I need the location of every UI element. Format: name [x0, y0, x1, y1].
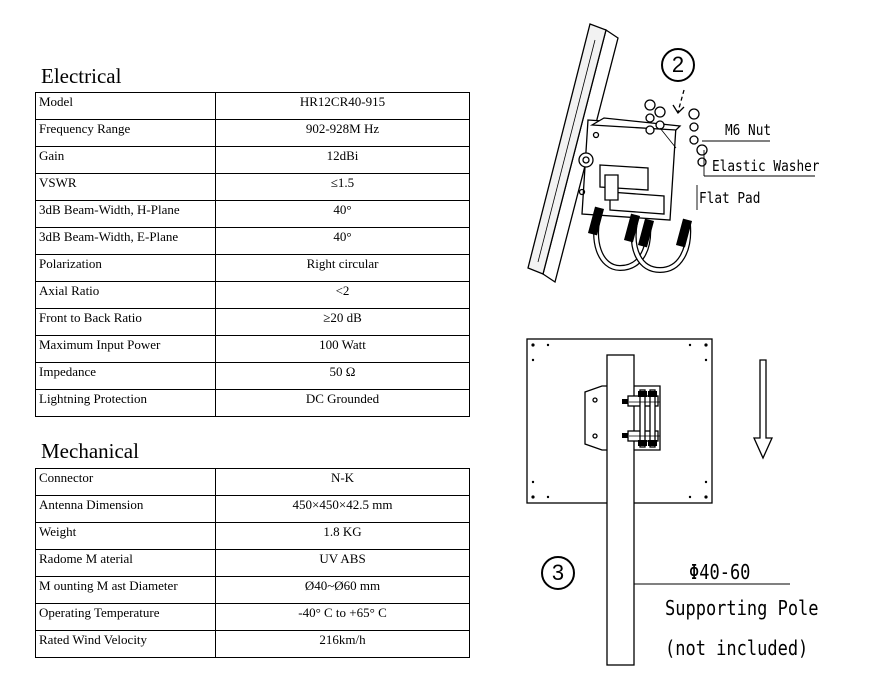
spec-label: 3dB Beam-Width, H-Plane — [35, 200, 216, 228]
spec-label: Axial Ratio — [35, 281, 216, 309]
spec-row: Front to Back Ratio≥20 dB — [35, 308, 470, 336]
spec-value: <2 — [215, 281, 470, 309]
spec-label: Rated Wind Velocity — [35, 630, 216, 658]
spec-value: 100 Watt — [215, 335, 470, 363]
spec-value: ≥20 dB — [215, 308, 470, 336]
spec-label: Antenna Dimension — [35, 495, 216, 523]
step-3-marker: 3 — [541, 556, 575, 590]
spec-label: Radome M aterial — [35, 549, 216, 577]
spec-label: Weight — [35, 522, 216, 550]
spec-value: UV ABS — [215, 549, 470, 577]
spec-value: 40° — [215, 200, 470, 228]
spec-value: 40° — [215, 227, 470, 255]
spec-label: Model — [35, 92, 216, 120]
spec-row: Axial Ratio<2 — [35, 281, 470, 309]
spec-label: Polarization — [35, 254, 216, 282]
spec-label: Lightning Protection — [35, 389, 216, 417]
supporting-pole-label: Supporting Pole — [665, 596, 819, 620]
electrical-heading: Electrical — [41, 64, 122, 88]
spec-label: VSWR — [35, 173, 216, 201]
step-2-marker: 2 — [661, 48, 695, 82]
elastic-washer-label: Elastic Washer — [712, 157, 820, 175]
spec-label: Operating Temperature — [35, 603, 216, 631]
mechanical-heading: Mechanical — [41, 439, 139, 463]
pole-diameter-label: Φ40-60 — [689, 560, 751, 584]
step3-front-view — [526, 338, 790, 666]
step2-exploded-view — [527, 23, 815, 284]
spec-label: Frequency Range — [35, 119, 216, 147]
spec-value: DC Grounded — [215, 389, 470, 417]
spec-label: 3dB Beam-Width, E-Plane — [35, 227, 216, 255]
spec-label: Front to Back Ratio — [35, 308, 216, 336]
m6-nut-label: M6 Nut — [725, 121, 772, 139]
spec-value: 50 Ω — [215, 362, 470, 390]
spec-label: Gain — [35, 146, 216, 174]
not-included-label: (not included) — [665, 636, 809, 660]
flat-pad-label: Flat Pad — [699, 189, 761, 207]
spec-label: Connector — [35, 468, 216, 496]
spec-value: N-K — [215, 468, 470, 496]
spec-value: 1.8 KG — [215, 522, 470, 550]
spec-row: VSWR≤1.5 — [35, 173, 470, 201]
spec-value: 216km/h — [215, 630, 470, 658]
spec-value: 12dBi — [215, 146, 470, 174]
